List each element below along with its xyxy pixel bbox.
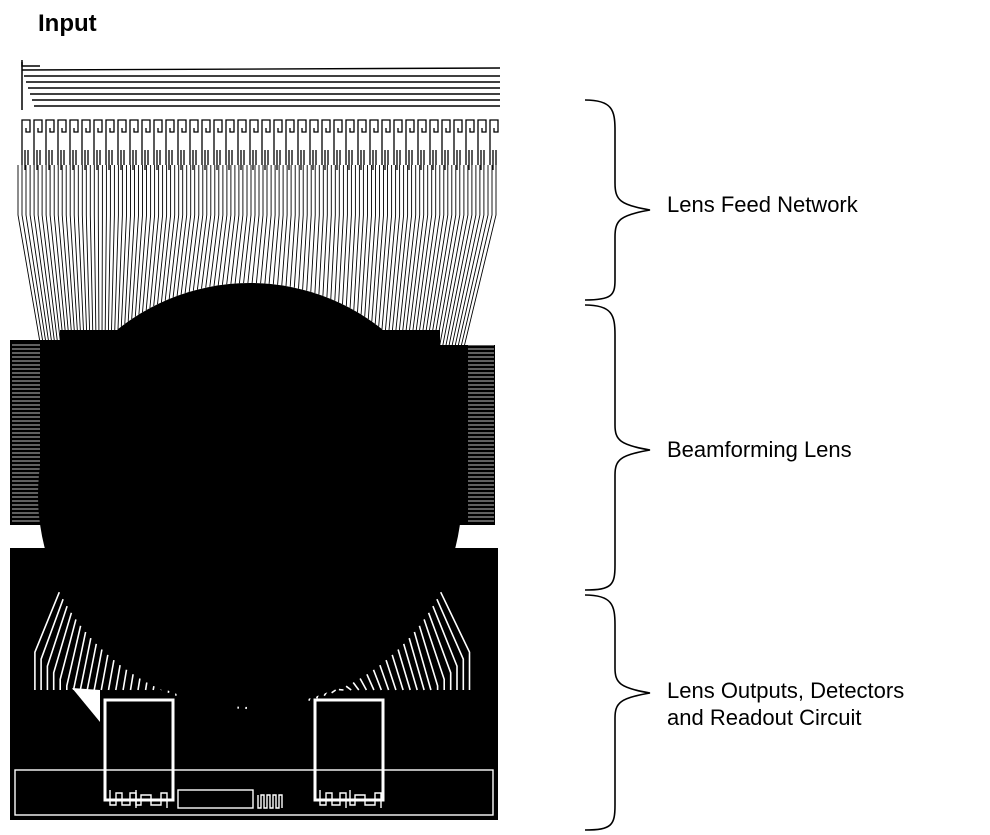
feed-bus-lines <box>21 67 501 107</box>
input-label: Input <box>38 10 97 37</box>
lens-outputs-label-line-1: Lens Outputs, Detectors <box>667 678 905 703</box>
brace-feed <box>584 99 651 301</box>
detector-cutouts <box>72 688 408 802</box>
lens-feed-network-label: Lens Feed Network <box>667 192 858 217</box>
feed-fan-lines <box>17 165 497 418</box>
lens-outputs-label: Lens Outputs, Detectors and Readout Circ… <box>667 677 904 731</box>
brace-outputs <box>584 594 651 831</box>
brace-lens <box>584 304 651 591</box>
lens-body <box>60 330 440 530</box>
input-trace <box>21 60 40 110</box>
beamforming-lens-label: Beamforming Lens <box>667 437 852 462</box>
section-braces <box>584 99 651 831</box>
lens-outputs-label-line-2: and Readout Circuit <box>667 705 862 730</box>
feed-meander-lines <box>21 119 499 170</box>
readout-circuit <box>14 769 494 816</box>
